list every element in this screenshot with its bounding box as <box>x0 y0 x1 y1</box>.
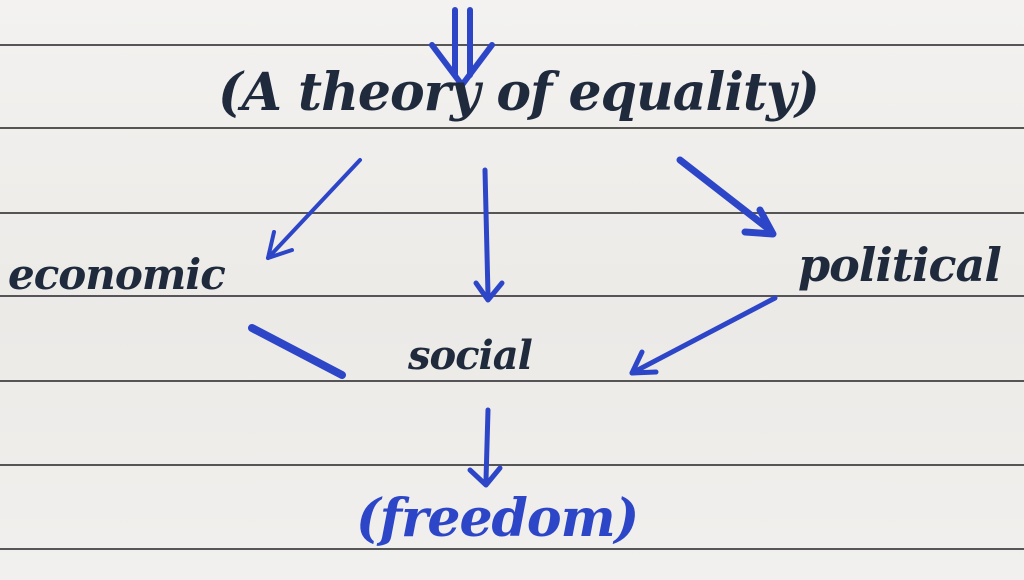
ruled-line <box>0 127 1024 129</box>
double-down-arrow-icon <box>429 7 495 88</box>
arrow-to-economic <box>266 158 362 260</box>
branch-political: political <box>798 238 1002 292</box>
ruled-line <box>0 380 1024 382</box>
ruled-line <box>0 212 1024 214</box>
ruled-line <box>0 464 1024 466</box>
arrow-political-to-social <box>629 295 778 376</box>
note-title: (A theory of equality) <box>218 62 820 123</box>
arrow-title-to-social <box>473 167 505 303</box>
arrow-economic-to-social <box>248 324 346 379</box>
arrow-to-political <box>676 156 777 238</box>
result-freedom: (freedom) <box>356 488 639 549</box>
arrow-social-to-freedom <box>467 407 503 488</box>
ruled-line <box>0 548 1024 550</box>
branch-social: social <box>408 332 533 379</box>
branch-economic: economic <box>8 250 226 299</box>
ruled-line <box>0 44 1024 46</box>
ruled-line <box>0 295 1024 297</box>
